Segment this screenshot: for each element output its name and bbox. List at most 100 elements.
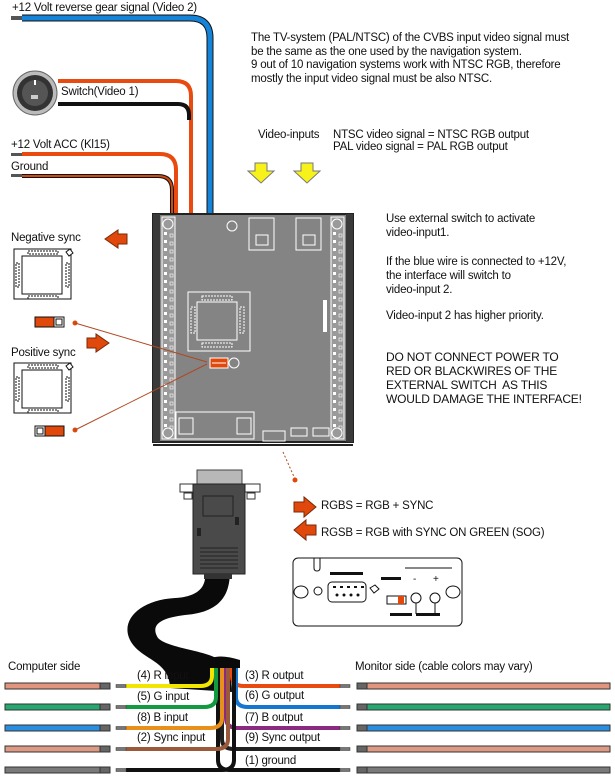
pos-chip-pins-bottom <box>27 409 59 414</box>
panel-pot-plus[interactable] <box>429 592 441 604</box>
mount-hole-bl <box>162 427 174 439</box>
rail-pin <box>169 377 174 382</box>
board-connector-3 <box>312 427 330 437</box>
output-leader-dot <box>292 477 298 483</box>
rail-pin <box>333 248 336 251</box>
panel-led <box>313 586 323 596</box>
monitor-side-stub-tip <box>356 724 368 732</box>
rail-pin <box>338 377 343 382</box>
vga-grip <box>200 547 238 569</box>
board-edge-right <box>346 214 353 442</box>
rail-pin <box>333 280 336 283</box>
rgbs-label: RGBS = RGB + SYNC <box>321 500 434 512</box>
computer-side-stub <box>4 745 101 753</box>
external-switch[interactable] <box>12 70 58 116</box>
rail-pin <box>338 329 343 334</box>
reverse-signal-label: +12 Volt reverse gear signal (Video 2) <box>12 2 197 14</box>
rail-pin <box>164 400 167 403</box>
rail-pin <box>164 280 167 283</box>
rail-pin <box>338 401 343 406</box>
pos-chip-pins-right <box>65 376 70 402</box>
mount-hole-tr <box>331 218 343 230</box>
panel-pot-minus[interactable] <box>410 592 422 604</box>
panel-vga-port[interactable] <box>327 581 367 603</box>
panel-label-bar-3 <box>390 613 412 616</box>
computer-side-stub <box>4 682 101 690</box>
output-wire <box>234 662 340 709</box>
switch-black-wire <box>58 102 191 120</box>
monitor-side-pin <box>339 705 351 709</box>
rail-pin <box>169 361 174 366</box>
tv-system-note: The TV-system (PAL/NTSC) of the CVBS inp… <box>251 32 570 85</box>
rail-pin <box>164 376 167 379</box>
rail-pin <box>164 328 167 331</box>
rail-pin <box>333 296 336 299</box>
wire-tip-ground <box>11 174 22 177</box>
rail-pin <box>164 416 167 419</box>
positive-sync-chip <box>13 362 74 437</box>
rail-pin <box>169 313 174 318</box>
input-label-r: (4) R input <box>137 670 189 682</box>
switch-info-3: Video-input 2 has higher priority. <box>386 310 544 322</box>
rail-pin <box>333 240 336 243</box>
vga-connector <box>127 469 261 692</box>
rail-pin <box>338 417 343 422</box>
computer-side-pin <box>115 684 127 688</box>
rail-pin <box>164 344 167 347</box>
vga-header-left <box>178 417 194 435</box>
monitor-side-stub <box>366 703 611 711</box>
rail-pin <box>169 233 174 238</box>
rail-pin <box>164 352 167 355</box>
rail-pin <box>169 409 174 414</box>
output-label-r: (3) R output <box>245 670 304 682</box>
computer-side-pin <box>115 726 127 730</box>
neg-chip-pins-right <box>65 262 70 288</box>
rail-pin <box>338 257 343 262</box>
rail-pin <box>333 384 336 387</box>
vga-pin <box>340 586 343 588</box>
switch-mark <box>31 95 38 99</box>
chip-pins-bottom <box>201 342 233 348</box>
input-label-b: (8) B input <box>137 712 188 724</box>
monitor-side-stub <box>366 766 611 774</box>
vga-pin <box>349 593 353 597</box>
computer-side-stub-tip <box>99 766 111 774</box>
rgbs-arrow-icon <box>293 495 317 519</box>
rail-pin <box>333 376 336 379</box>
rail-pin <box>169 265 174 270</box>
rail-pin <box>333 320 336 323</box>
vga-screw-right <box>246 492 256 500</box>
vga-mark-left <box>197 528 201 536</box>
vga-plug-body[interactable] <box>192 483 246 575</box>
neg-chip-pins-bottom <box>27 295 59 300</box>
rca-input-1-jack <box>255 234 269 246</box>
rail-pin <box>338 281 343 286</box>
output-label-ground: (1) ground <box>245 755 297 767</box>
input-wire <box>126 662 224 730</box>
rail-pin <box>333 288 336 291</box>
rca-input-1 <box>248 217 275 251</box>
monitor-side-pin <box>339 768 351 772</box>
rail-pin <box>169 353 174 358</box>
rail-pin <box>169 273 174 278</box>
rail-pin <box>333 368 336 371</box>
rail-pin <box>333 424 336 427</box>
positive-sync-leader <box>74 363 208 431</box>
rail-pin <box>333 264 336 267</box>
rail-pin <box>338 353 343 358</box>
cable-bundle-end <box>205 656 240 668</box>
warning-note: DO NOT CONNECT POWER TO RED OR BLACKWIRE… <box>386 350 582 406</box>
rail-pin <box>169 281 174 286</box>
vga-pin <box>335 593 339 597</box>
panel-sync-switch[interactable] <box>386 595 407 605</box>
video-input-1-arrow <box>246 162 276 184</box>
rail-pin <box>169 329 174 334</box>
neg-jumper-pin <box>55 318 63 326</box>
output-label-sync: (9) Sync output <box>245 732 320 744</box>
mount-hole-tl <box>162 218 174 230</box>
vga-pin <box>361 586 364 588</box>
rail-pin <box>338 369 343 374</box>
neg-chip-pins-left <box>15 262 20 288</box>
rail-pins <box>164 232 343 430</box>
rail-pin <box>338 241 343 246</box>
